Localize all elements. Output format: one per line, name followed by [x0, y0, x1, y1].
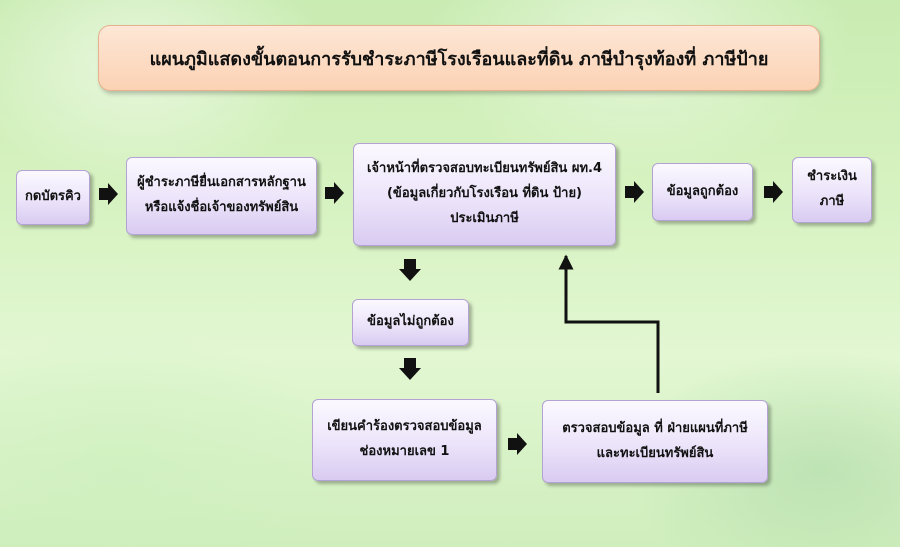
box-officer-check-line-2: (ข้อมูลเกี่ยวกับโรงเรือน ที่ดิน ป้าย)	[386, 186, 583, 202]
box-write-request-line-1: เขียนคำร้องตรวจสอบข้อมูล	[327, 419, 482, 435]
box-verify-data: ตรวจสอบข้อมูล ที่ ฝ่ายแผนที่ภาษี และทะเบ…	[542, 400, 768, 483]
box-submit-docs-line-1: ผู้ชำระภาษียื่นเอกสารหลักฐาน	[137, 175, 306, 191]
box-data-correct-line-1: ข้อมูลถูกต้อง	[666, 183, 739, 199]
arrow-officer-to-incorrect	[399, 259, 421, 281]
box-data-incorrect-line-1: ข้อมูลไม่ถูกต้อง	[367, 314, 454, 330]
box-verify-data-line-2: และทะเบียนทรัพย์สิน	[596, 445, 714, 461]
box-data-incorrect: ข้อมูลไม่ถูกต้อง	[352, 299, 469, 346]
arrow-request-to-verify	[508, 433, 527, 455]
box-officer-check-line-3: ประเมินภาษี	[450, 210, 519, 226]
arrow-officer-to-correct	[625, 181, 644, 203]
box-submit-docs: ผู้ชำระภาษียื่นเอกสารหลักฐาน หรือแจ้งชื่…	[126, 157, 317, 235]
box-officer-check: เจ้าหน้าที่ตรวจสอบทะเบียนทรัพย์สิน ผท.4 …	[353, 143, 616, 246]
arrow-queue-to-submit	[99, 183, 118, 205]
box-write-request: เขียนคำร้องตรวจสอบข้อมูล ช่องหมายเลข 1	[312, 399, 497, 481]
box-submit-docs-line-2: หรือแจ้งชื่อเจ้าของทรัพย์สิน	[144, 200, 299, 215]
box-pay-tax-line-2: ภาษี	[819, 194, 845, 209]
box-pay-tax-line-1: ชำระเงิน	[807, 169, 857, 185]
box-officer-check-line-1: เจ้าหน้าที่ตรวจสอบทะเบียนทรัพย์สิน ผท.4	[366, 161, 603, 177]
arrow-submit-to-officer	[325, 182, 344, 204]
page-title: แผนภูมิแสดงขั้นตอนการรับชำระภาษีโรงเรือน…	[149, 48, 769, 70]
box-queue: กดบัตรคิว	[16, 170, 90, 225]
box-write-request-line-2: ช่องหมายเลข 1	[359, 444, 450, 459]
arrow-verify-back-to-officer	[558, 254, 660, 393]
box-data-correct: ข้อมูลถูกต้อง	[652, 163, 753, 221]
box-verify-data-line-1: ตรวจสอบข้อมูล ที่ ฝ่ายแผนที่ภาษี	[562, 420, 748, 436]
box-queue-line-1: กดบัตรคิว	[25, 189, 81, 205]
arrow-correct-to-pay	[764, 181, 783, 203]
title-banner: แผนภูมิแสดงขั้นตอนการรับชำระภาษีโรงเรือน…	[98, 25, 820, 91]
box-pay-tax: ชำระเงิน ภาษี	[792, 157, 872, 223]
arrow-incorrect-to-request	[399, 358, 421, 380]
